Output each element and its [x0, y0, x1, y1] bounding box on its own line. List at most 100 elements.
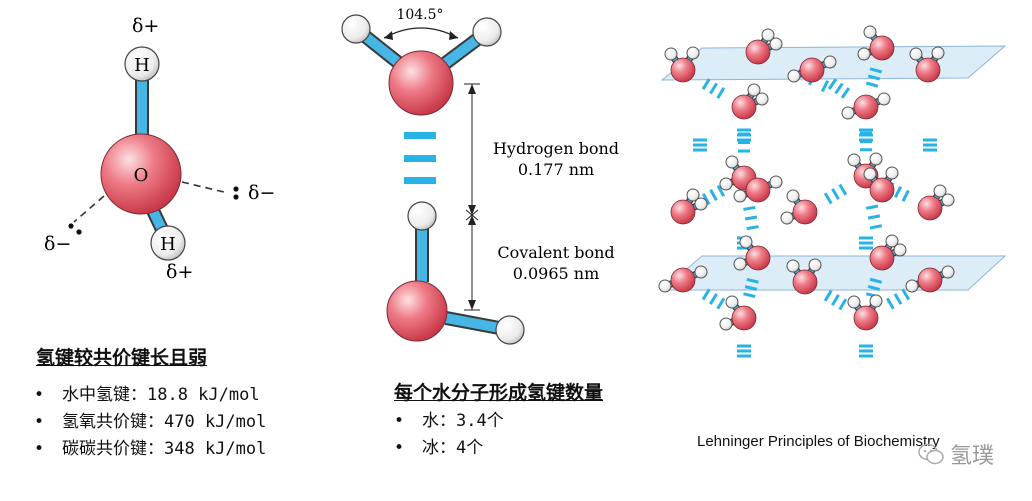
hydrogen-bond-dash — [709, 293, 718, 305]
hydrogen-atom — [869, 294, 883, 308]
hydrogen-atom — [847, 295, 861, 309]
hydrogen-bond-dash — [744, 285, 758, 291]
oxygen-atom — [853, 305, 879, 331]
list-item: •氢氧共价键：470 kJ/mol — [34, 409, 266, 436]
list-item-text: 碳碳共价键：348 kJ/mol — [62, 439, 267, 459]
bottom-hydrogen-top — [407, 201, 437, 231]
hydrogen-bond-dash — [744, 215, 758, 221]
hydrogen-atom — [877, 92, 891, 106]
bullet: • — [394, 438, 405, 458]
hydrogen-atom — [941, 265, 955, 279]
hydrogen-bond-dash — [867, 285, 881, 291]
middle-caption-list: •水：3.4个 •冰：4个 — [394, 408, 504, 462]
hydrogen-atom — [733, 257, 747, 271]
oxygen-atom — [745, 245, 771, 271]
bottom-hydrogen-right — [495, 315, 525, 345]
lone-pair-line-right — [181, 181, 229, 194]
bullet: • — [34, 412, 45, 432]
lone-pair-dot — [233, 186, 239, 192]
hydrogen-atom — [786, 189, 800, 203]
hydrogen-bond-dash — [885, 297, 895, 310]
hydrogen-bond-dash — [743, 292, 756, 299]
bond-angle-arc — [383, 27, 459, 39]
watermark-text: 氢璞 — [950, 444, 995, 469]
oxygen-atom — [670, 267, 696, 293]
hydrogen-bond-dash — [831, 294, 840, 306]
hydrogen-bond-dash — [404, 155, 436, 162]
hydrogen-bond-dash — [869, 224, 883, 230]
hydrogen-atom — [841, 106, 855, 120]
hydrogen-atom — [893, 243, 907, 257]
partial-charge-positive-bottom: δ+ — [166, 261, 193, 283]
covalent-bond-label: Covalent bond — [497, 243, 614, 262]
hydrogen-bond-dash — [709, 189, 718, 201]
arc-arrowhead-left — [384, 31, 393, 40]
ice-lattice — [658, 25, 1007, 358]
hydrogen-bond-dash — [867, 214, 881, 220]
hydrogen-bond-label: Hydrogen bond — [493, 139, 619, 158]
hydrogen-bond-dash — [865, 81, 879, 88]
hydrogen-atom — [747, 83, 761, 97]
dimension-arrow — [468, 205, 476, 215]
hydrogen-atom — [739, 235, 753, 249]
hydrogen-bond-dash — [893, 293, 903, 305]
hydrogen-atom — [885, 166, 899, 180]
list-item: •碳碳共价键：348 kJ/mol — [34, 436, 266, 463]
hydrogen-bond-dash — [823, 192, 833, 205]
oxygen-atom — [670, 57, 696, 83]
hydrogen-atom — [863, 167, 877, 181]
hydrogen-bond-dash — [743, 205, 756, 211]
hydrogen-atom — [931, 46, 945, 60]
hydrogen-bond-dash — [827, 78, 838, 90]
hydrogen-atom — [823, 55, 837, 69]
hydrogen-bond-dash — [893, 185, 903, 199]
hydrogen-atom — [719, 317, 733, 331]
hydrogen-atom — [664, 47, 678, 61]
oxygen-atom — [792, 199, 818, 225]
hydrogen-atom — [658, 279, 672, 293]
hydrogen-atom — [933, 184, 947, 198]
oxygen-atom — [869, 177, 895, 203]
left-caption-list: •水中氢键：18.8 kJ/mol •氢氧共价键：470 kJ/mol •碳碳共… — [34, 382, 266, 463]
hydrogen-atom — [941, 193, 955, 207]
hydrogen-atom — [694, 265, 708, 279]
hydrogen-atom — [694, 197, 708, 211]
hydrogen-bond-dash — [404, 177, 436, 184]
hydrogen-bond-dash — [840, 87, 851, 99]
hydrogen-bond-dash — [838, 183, 848, 196]
partial-charge-negative-left: δ− — [44, 233, 71, 255]
lone-pair-line-left — [73, 195, 105, 223]
lone-pair-dot — [233, 194, 239, 200]
oxygen-atom — [869, 245, 895, 271]
hydrogen-atom — [686, 46, 700, 60]
covalent-bond-length: 0.0965 nm — [513, 264, 600, 283]
hydrogen-bond-diagram: 104.5° Hydrogen bond 0.177 nm Cov — [341, 7, 619, 345]
hydrogen-atom — [755, 92, 769, 106]
oxygen-atom — [731, 305, 757, 331]
top-oxygen-atom — [388, 50, 454, 116]
oxygen-atom — [745, 39, 771, 65]
dimension-arrow — [468, 300, 476, 310]
bullet: • — [394, 411, 405, 431]
hydrogen-bond-dash — [701, 78, 711, 90]
hydrogen-atom — [719, 177, 733, 191]
partial-charge-negative-right: δ− — [248, 182, 275, 204]
hydrogen-bond-dash — [823, 289, 833, 302]
hydrogen-atom-bottom — [150, 225, 186, 261]
hydrogen-bond-dash — [869, 277, 883, 284]
hydrogen-atom — [686, 188, 700, 202]
hydrogen-bond-dash — [746, 225, 759, 231]
list-item-text: 冰：4个 — [422, 438, 484, 458]
lone-pair-dot — [76, 229, 82, 235]
hydrogen-bond-dash — [404, 132, 436, 139]
source-credit: Lehninger Principles of Biochemistry — [697, 433, 940, 450]
list-item: • 冰：4个 — [394, 435, 504, 462]
dimension-arrow — [468, 215, 476, 225]
oxygen-atom — [100, 133, 182, 215]
arc-arrowhead-right — [449, 31, 458, 40]
hydrogen-atom — [725, 155, 739, 169]
oxygen-label: O — [134, 165, 149, 186]
oxygen-atom — [745, 177, 771, 203]
hydrogen-atom — [761, 28, 775, 42]
dimension-arrow — [468, 84, 476, 94]
